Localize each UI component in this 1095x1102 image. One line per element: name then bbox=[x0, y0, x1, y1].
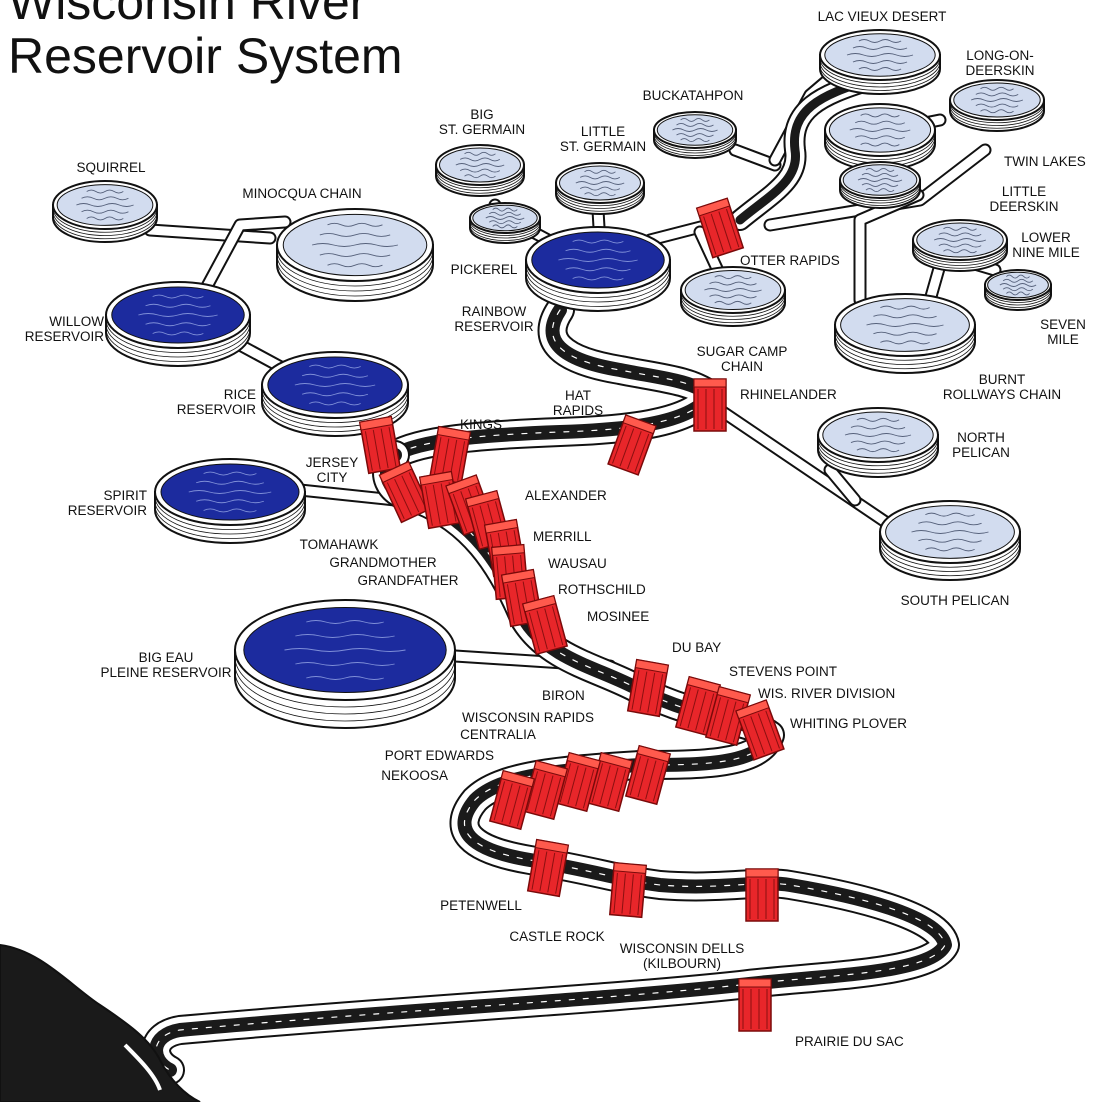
label-castle-rock: CASTLE ROCK bbox=[509, 929, 604, 944]
label-willow-reservoir: WILLOW RESERVOIR bbox=[25, 314, 104, 344]
label-kings: KINGS bbox=[460, 417, 502, 432]
lake-spirit-reservoir bbox=[155, 459, 305, 543]
lake-north-pelican bbox=[818, 408, 938, 477]
lake-big-st-germain bbox=[436, 145, 524, 196]
label-lac-vieux-desert: LAC VIEUX DESERT bbox=[818, 9, 947, 24]
lake-buckatahpon bbox=[654, 112, 736, 158]
label-rice-reservoir: RICE RESERVOIR bbox=[177, 387, 256, 417]
label-alexander: ALEXANDER bbox=[525, 488, 607, 503]
label-tomahawk: TOMAHAWK bbox=[300, 537, 379, 552]
label-sugar-camp-chain: SUGAR CAMP CHAIN bbox=[697, 344, 788, 374]
label-big-st-germain: BIG ST. GERMAIN bbox=[439, 107, 525, 137]
lake-little-deerskin bbox=[840, 162, 920, 208]
lake-sugar-camp-chain bbox=[681, 267, 785, 326]
dam-wisconsin-dells bbox=[746, 869, 778, 921]
label-merrill: MERRILL bbox=[533, 529, 592, 544]
lake-squirrel bbox=[53, 181, 157, 242]
lake-willow-reservoir bbox=[106, 282, 250, 366]
connector-pipe-inner-13 bbox=[930, 265, 940, 300]
lake-south-pelican bbox=[880, 501, 1020, 580]
dam-wisconsin-dells-top bbox=[746, 869, 778, 877]
label-big-eau-pleine-reservoir: BIG EAU PLEINE RESERVOIR bbox=[100, 650, 231, 680]
label-biron: BIRON bbox=[542, 688, 585, 703]
lake-big-eau-pleine-reservoir bbox=[235, 600, 455, 728]
label-grandmother: GRANDMOTHER bbox=[329, 555, 436, 570]
dam-prairie-du-sac bbox=[739, 979, 771, 1031]
lake-minocqua-chain bbox=[277, 209, 433, 301]
label-twin-lakes: TWIN LAKES bbox=[1004, 154, 1086, 169]
label-wis-river-division: WIS. RIVER DIVISION bbox=[758, 686, 895, 701]
label-lower-nine-mile: LOWER NINE MILE bbox=[1012, 230, 1080, 260]
label-squirrel: SQUIRREL bbox=[76, 160, 145, 175]
label-rhinelander: RHINELANDER bbox=[740, 387, 837, 402]
label-seven-mile: SEVEN MILE bbox=[1040, 317, 1086, 347]
label-nekoosa: NEKOOSA bbox=[381, 768, 448, 783]
label-little-st-germain: LITTLE ST. GERMAIN bbox=[560, 124, 646, 154]
label-whiting-plover: WHITING PLOVER bbox=[790, 716, 907, 731]
label-prairie-du-sac: PRAIRIE DU SAC bbox=[795, 1034, 904, 1049]
lake-lac-vieux-desert bbox=[820, 30, 940, 94]
title-line-2: Reservoir System bbox=[8, 30, 403, 82]
label-little-deerskin: LITTLE DEERSKIN bbox=[989, 184, 1058, 214]
label-du-bay: DU BAY bbox=[672, 640, 721, 655]
lake-long-on-deerskin bbox=[950, 80, 1044, 131]
label-port-edwards: PORT EDWARDS bbox=[385, 748, 494, 763]
dam-rhinelander bbox=[694, 379, 726, 431]
lake-twin-lakes bbox=[825, 104, 935, 170]
label-wisconsin-dells: WISCONSIN DELLS (KILBOURN) bbox=[620, 941, 745, 971]
lake-lower-nine-mile bbox=[913, 220, 1007, 271]
label-pickerel: PICKEREL bbox=[451, 262, 518, 277]
title-line-1: Wisconsin River bbox=[8, 0, 366, 28]
label-buckatahpon: BUCKATAHPON bbox=[643, 88, 744, 103]
label-jersey-city: JERSEY CITY bbox=[306, 455, 359, 485]
dam-prairie-du-sac-top bbox=[739, 979, 771, 987]
lake-burnt-rollways-chain bbox=[835, 294, 975, 373]
label-rothschild: ROTHSCHILD bbox=[558, 582, 646, 597]
label-wausau: WAUSAU bbox=[548, 556, 607, 571]
label-north-pelican: NORTH PELICAN bbox=[952, 430, 1010, 460]
label-hat-rapids: HAT RAPIDS bbox=[553, 388, 603, 418]
label-long-on-deerskin: LONG-ON- DEERSKIN bbox=[965, 48, 1034, 78]
label-south-pelican: SOUTH PELICAN bbox=[901, 593, 1010, 608]
label-otter-rapids: OTTER RAPIDS bbox=[740, 253, 840, 268]
label-minocqua-chain: MINOCQUA CHAIN bbox=[242, 186, 361, 201]
label-centralia: CENTRALIA bbox=[460, 727, 536, 742]
dam-rhinelander-top bbox=[694, 379, 726, 387]
dam-jersey-city bbox=[360, 417, 401, 474]
lake-pickerel bbox=[526, 227, 670, 311]
label-stevens-point: STEVENS POINT bbox=[729, 664, 837, 679]
lake-seven-mile bbox=[985, 270, 1051, 310]
label-rainbow-reservoir: RAINBOW RESERVOIR bbox=[454, 304, 533, 334]
lake-little-st-germain bbox=[556, 163, 644, 214]
label-mosinee: MOSINEE bbox=[587, 609, 649, 624]
label-grandfather: GRANDFATHER bbox=[357, 573, 458, 588]
label-spirit-reservoir: SPIRIT RESERVOIR bbox=[68, 488, 147, 518]
lake-small-pickerel bbox=[470, 203, 540, 243]
label-petenwell: PETENWELL bbox=[440, 898, 522, 913]
label-burnt-rollways-chain: BURNT ROLLWAYS CHAIN bbox=[943, 372, 1061, 402]
label-wisconsin-rapids: WISCONSIN RAPIDS bbox=[462, 710, 594, 725]
dam-castle-rock bbox=[610, 863, 646, 918]
